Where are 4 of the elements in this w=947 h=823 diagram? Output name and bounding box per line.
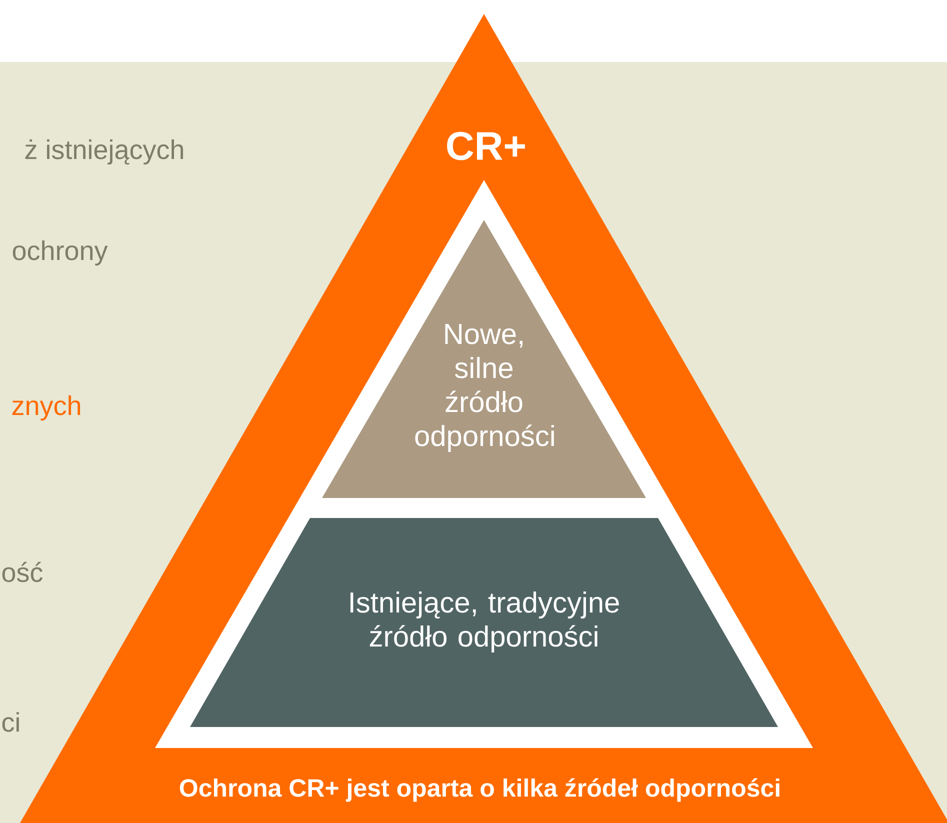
top-triangle: Nowe, silne źródło odporności (322, 220, 646, 498)
side-text: ci (2, 712, 19, 732)
side-text: ż istniejących (25, 139, 183, 165)
base-trapezoid: Istniejące, tradycyjne źródło odporności (190, 518, 778, 727)
